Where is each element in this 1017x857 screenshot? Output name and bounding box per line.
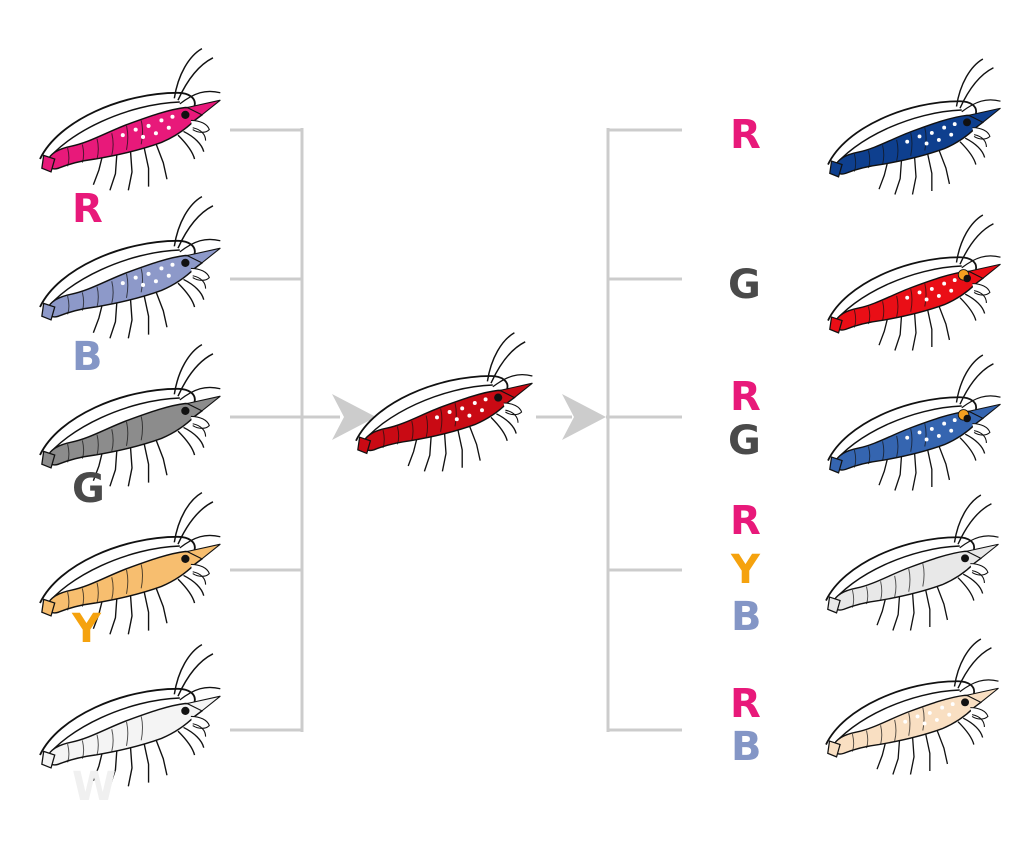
- offspring-label: R: [730, 374, 761, 420]
- shrimp-spot: [141, 282, 146, 287]
- shrimp-spot: [133, 275, 138, 280]
- arrow-right-icon: [332, 394, 376, 440]
- shrimp-spot: [929, 130, 934, 135]
- shrimp-spot: [917, 134, 922, 139]
- parent-label: B: [72, 334, 103, 380]
- shrimp-spot: [480, 408, 484, 413]
- shrimp-spot: [942, 281, 947, 286]
- shrimp-spot: [472, 401, 477, 405]
- shrimp-spot: [120, 281, 125, 286]
- hybrid-shrimp-figure: [355, 332, 533, 472]
- shrimp-spot: [942, 421, 947, 426]
- shrimp-spot: [952, 418, 957, 423]
- shrimp-spot: [435, 415, 439, 420]
- shrimp-spot: [949, 132, 954, 137]
- shrimp-spot: [952, 278, 957, 283]
- shrimp-spot: [942, 125, 947, 130]
- parent-shrimp: [39, 492, 221, 635]
- right-bracket: [606, 128, 682, 732]
- left-bracket: [230, 128, 340, 732]
- shrimp-spot: [483, 397, 488, 402]
- parent-shrimp: [39, 344, 221, 487]
- offspring-label: R: [730, 112, 761, 158]
- offspring-label: R: [730, 498, 761, 544]
- arrow-right-icon: [562, 394, 606, 440]
- shrimp-spot: [133, 127, 138, 132]
- parent-label: R: [72, 186, 103, 232]
- shrimp-spot: [905, 295, 910, 300]
- shrimp-spot: [166, 273, 171, 278]
- shrimp-spot: [929, 426, 934, 431]
- shrimp-spot: [153, 279, 158, 284]
- offspring-shrimp: [827, 354, 1001, 491]
- shrimp-spot: [936, 137, 941, 142]
- offspring-label: R: [730, 681, 761, 727]
- shrimp-spot: [170, 114, 175, 119]
- shrimp-spot: [940, 705, 945, 710]
- parent-label: G: [72, 466, 105, 512]
- shrimp-spot: [905, 435, 910, 440]
- offspring-label: B: [731, 594, 762, 640]
- parent-shrimp: [39, 48, 221, 191]
- shrimp-spot: [917, 430, 922, 435]
- shrimp-spot: [447, 410, 452, 414]
- shrimp-spot: [903, 719, 908, 724]
- parent-labels: R B G Y W: [71, 186, 116, 810]
- shrimp-spot: [915, 714, 920, 719]
- shrimp-spot: [120, 133, 125, 138]
- shrimp-spot: [905, 139, 910, 144]
- shrimp-spot: [922, 721, 927, 726]
- shrimp-spot: [949, 428, 954, 433]
- hybrid-shrimp: [355, 332, 533, 472]
- shrimp-spot: [166, 125, 171, 130]
- shrimp-spot: [924, 141, 929, 146]
- shrimp-spot: [952, 122, 957, 127]
- parent-shrimp-column: [39, 48, 221, 787]
- parent-shrimp: [39, 196, 221, 339]
- shrimp-spot: [170, 262, 175, 267]
- shrimp-spot: [927, 710, 932, 715]
- shrimp-spot: [159, 266, 164, 271]
- offspring-shrimp: [825, 494, 999, 631]
- shrimp-spot: [936, 293, 941, 298]
- shrimp-spot: [934, 717, 939, 722]
- offspring-label: G: [728, 418, 761, 464]
- shrimp-spot: [153, 131, 158, 136]
- shrimp-spot: [924, 437, 929, 442]
- parent-label: W: [72, 764, 116, 810]
- shrimp-spot: [947, 712, 952, 717]
- shrimp-spot: [467, 413, 472, 418]
- shrimp-spot: [924, 297, 929, 302]
- shrimp-spot: [917, 290, 922, 295]
- offspring-label: G: [728, 262, 761, 308]
- shrimp-spot: [159, 118, 164, 123]
- offspring-shrimp: [827, 214, 1001, 351]
- offspring-shrimp: [827, 58, 1001, 195]
- shrimp-spot: [146, 271, 151, 276]
- offspring-shrimp-column: [825, 58, 1001, 775]
- shrimp-spot: [460, 406, 465, 411]
- shrimp-spot: [950, 702, 955, 707]
- offspring-label: B: [731, 724, 762, 770]
- shrimp-spot: [146, 123, 151, 128]
- parent-shrimp: [39, 644, 221, 787]
- shrimp-spot: [141, 134, 146, 139]
- offspring-shrimp: [825, 638, 999, 775]
- parent-label: Y: [71, 606, 102, 652]
- shrimp-spot: [949, 288, 954, 293]
- shrimp-spot: [454, 417, 459, 422]
- shrimp-spot: [936, 433, 941, 438]
- offspring-label: Y: [730, 547, 761, 593]
- offspring-labels: R G R G R Y B R B: [728, 112, 762, 770]
- shrimp-spot: [929, 286, 934, 291]
